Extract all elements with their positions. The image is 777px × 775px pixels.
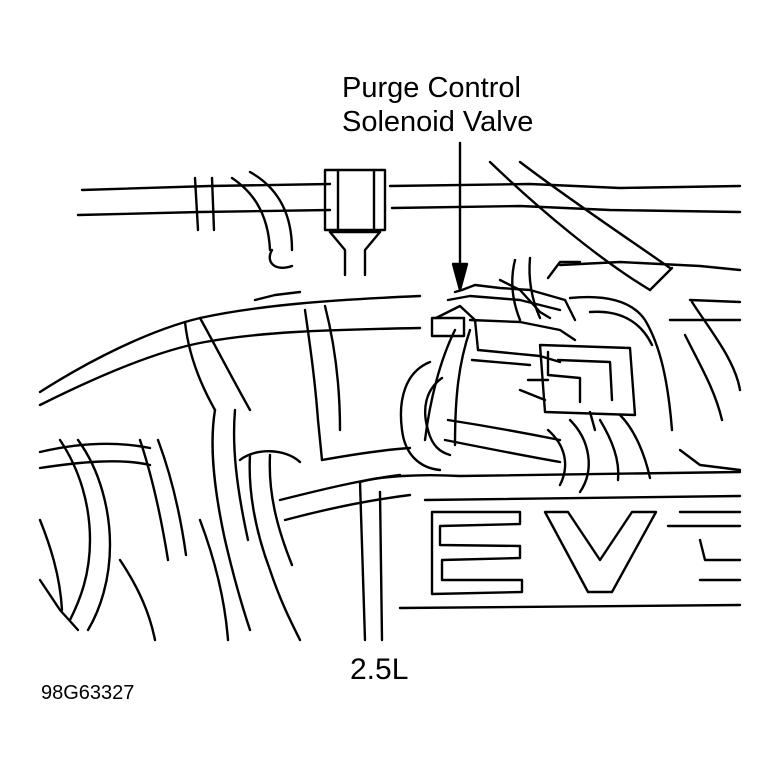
wiring-harness xyxy=(40,410,410,640)
engine-size-label: 2.5L xyxy=(350,653,409,686)
callout-label-line-1: Purge Control xyxy=(342,72,521,104)
valve-cover xyxy=(360,472,740,640)
callout-leader-arrow xyxy=(453,143,467,290)
main-hose xyxy=(40,292,420,460)
figure-id: 98G63327 xyxy=(41,682,135,704)
purge-control-solenoid-valve xyxy=(432,258,740,430)
loop-hoses xyxy=(401,330,740,492)
vertical-fitting xyxy=(325,170,385,275)
callout-label-line-2: Solenoid Valve xyxy=(342,106,534,138)
